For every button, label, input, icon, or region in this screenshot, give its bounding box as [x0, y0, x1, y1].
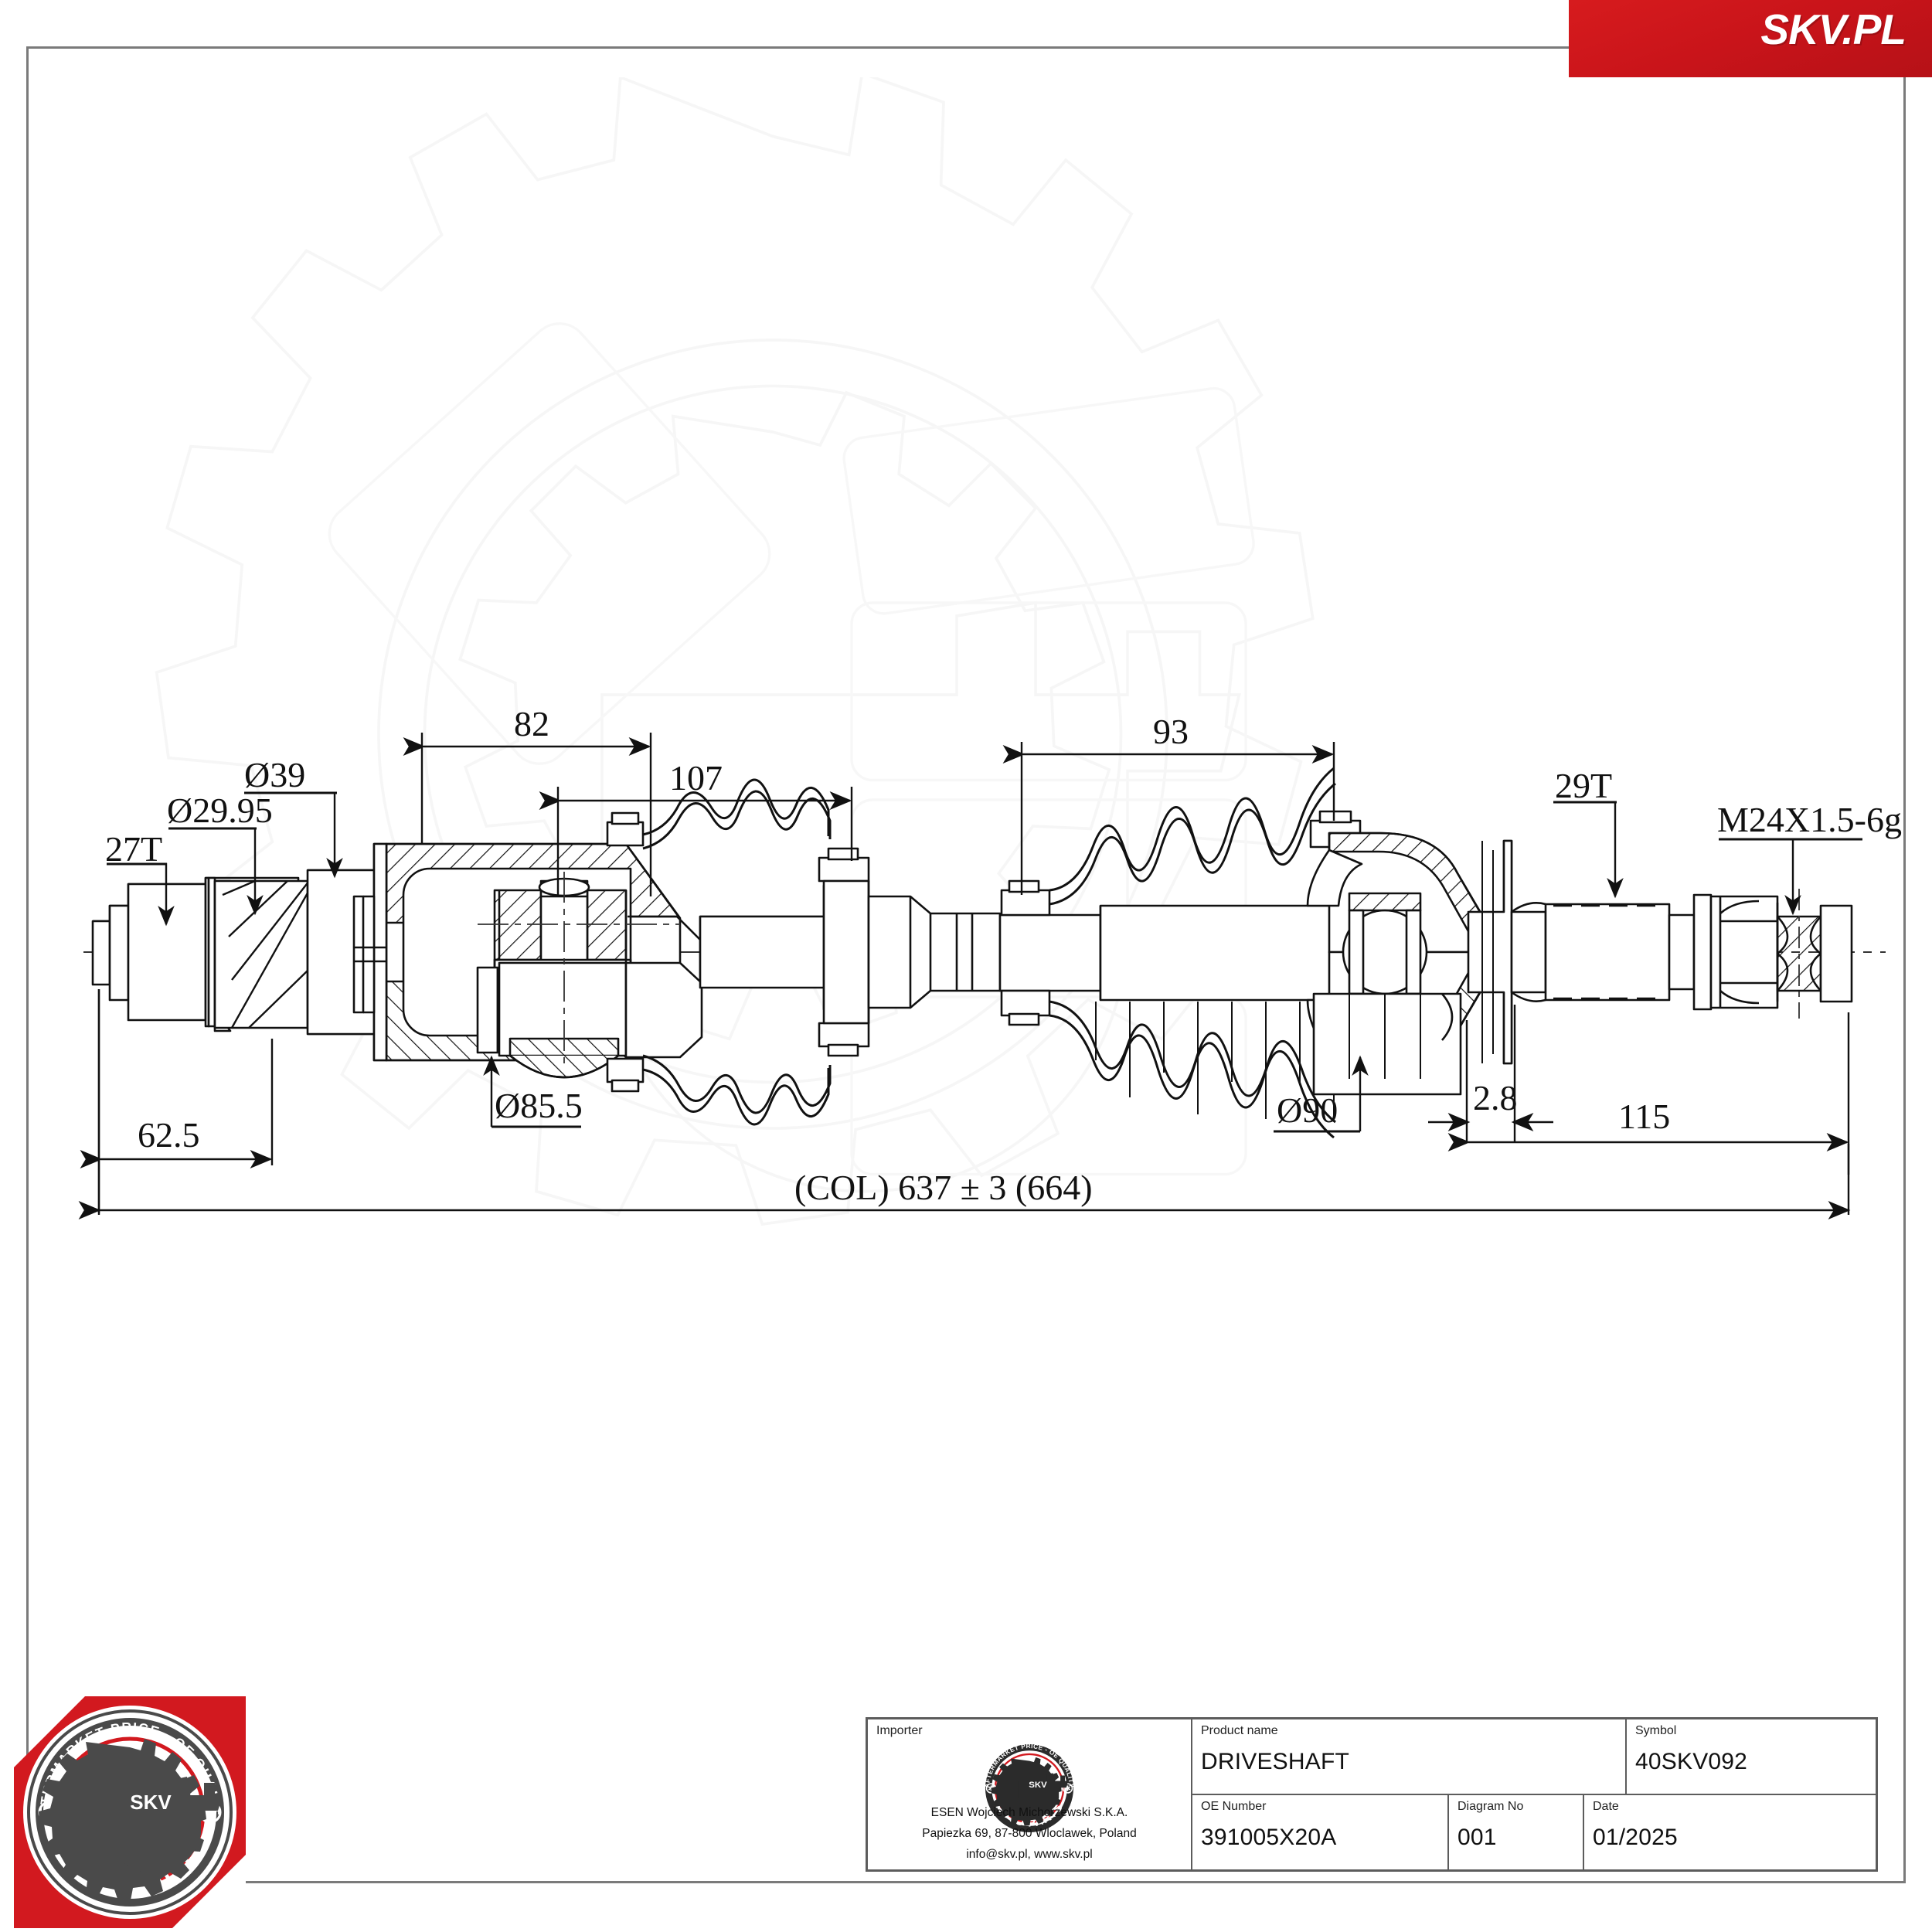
- banner-label: SKV.PL: [1760, 5, 1906, 53]
- dim-label-len-93: 93: [1153, 712, 1189, 751]
- dim-label-dia-39: Ø39: [244, 755, 306, 794]
- title-block-importer-cell: Importer AFTERMARKET PRICE - OE QUALITY …: [868, 1719, 1192, 1869]
- importer-address-line-2: Papiezka 69, 87-800 Wloclawek, Poland: [922, 1826, 1137, 1840]
- title-block-fields: Product name DRIVESHAFT Symbol 40SKV092 …: [1192, 1719, 1876, 1869]
- sheet-border-left: [26, 46, 29, 1883]
- importer-address: ESEN Wojciech Michorzewski S.K.A. Papiez…: [868, 1802, 1191, 1865]
- oe-number-label: OE Number: [1201, 1800, 1267, 1813]
- dim-label-len-62-5: 62.5: [138, 1115, 200, 1155]
- right-output-shaft: [1544, 889, 1853, 1019]
- dim-label-thread: M24X1.5-6g: [1717, 800, 1902, 839]
- right-cv-joint: [1306, 832, 1547, 1096]
- title-block-row-bottom: OE Number 391005X20A Diagram No 001 Date…: [1192, 1795, 1876, 1869]
- product-name-value: DRIVESHAFT: [1201, 1749, 1350, 1774]
- main-shaft-left: [699, 879, 1002, 1025]
- diagram-no-value: 001: [1458, 1825, 1497, 1850]
- dim-label-dia-85-5: Ø85.5: [495, 1086, 583, 1125]
- importer-address-line-3: info@skv.pl, www.skv.pl: [966, 1847, 1093, 1861]
- mid-shaft: [998, 904, 1334, 1002]
- dim-label-29t: 29T: [1555, 766, 1613, 805]
- product-name-label: Product name: [1201, 1724, 1278, 1737]
- dim-label-len-107: 107: [669, 758, 723, 798]
- oe-number-value: 391005X20A: [1201, 1825, 1337, 1850]
- dim-label-len-115: 115: [1618, 1097, 1671, 1136]
- importer-label: Importer: [876, 1724, 923, 1737]
- tripod-roller: [476, 872, 703, 1079]
- seal-center-label: SKV: [130, 1791, 172, 1814]
- oe-number-cell: OE Number 391005X20A: [1192, 1795, 1447, 1869]
- sheet-border-right: [1903, 46, 1906, 1883]
- dim-label-dia-29-95: Ø29.95: [167, 791, 273, 830]
- importer-seal-logo: AFTERMARKET PRICE - OE QUALITY AUTO PART…: [984, 1743, 1075, 1833]
- dimension-lines: [78, 733, 1862, 1219]
- skv-brand-banner: SKV.PL: [1569, 0, 1932, 77]
- date-value: 01/2025: [1593, 1825, 1678, 1850]
- dim-label-dia-90: Ø90: [1277, 1090, 1338, 1130]
- date-cell: Date 01/2025: [1583, 1795, 1876, 1869]
- svg-text:SKV: SKV: [1029, 1781, 1047, 1790]
- left-cv-boot: [606, 778, 870, 1126]
- diagram-no-label: Diagram No: [1458, 1800, 1524, 1813]
- shaft-geometry: [83, 767, 1886, 1139]
- symbol-cell: Symbol 40SKV092: [1625, 1719, 1876, 1794]
- left-spline-teeth: [213, 879, 311, 1032]
- dim-label-len-82: 82: [514, 704, 549, 743]
- date-label: Date: [1593, 1800, 1619, 1813]
- title-block-row-top: Product name DRIVESHAFT Symbol 40SKV092: [1192, 1719, 1876, 1795]
- sheet-border-top: [26, 46, 1906, 49]
- symbol-label: Symbol: [1635, 1724, 1677, 1737]
- dim-label-overall-length: (COL) 637 ± 3 (664): [794, 1168, 1093, 1207]
- symbol-value: 40SKV092: [1635, 1749, 1748, 1774]
- importer-address-line-1: ESEN Wojciech Michorzewski S.K.A.: [930, 1805, 1128, 1819]
- banner-shape: [1569, 0, 1932, 77]
- diagram-no-cell: Diagram No 001: [1447, 1795, 1583, 1869]
- title-block: Importer AFTERMARKET PRICE - OE QUALITY …: [866, 1717, 1878, 1872]
- dim-label-len-2-8: 2.8: [1473, 1078, 1518, 1117]
- sheet-border-bottom: [26, 1881, 1906, 1883]
- dim-label-27t: 27T: [105, 829, 163, 869]
- skv-auto-parts-seal: AFTERMARKET PRICE - OE QUALITY AUTO PART…: [14, 1696, 246, 1928]
- product-name-cell: Product name DRIVESHAFT: [1192, 1719, 1625, 1794]
